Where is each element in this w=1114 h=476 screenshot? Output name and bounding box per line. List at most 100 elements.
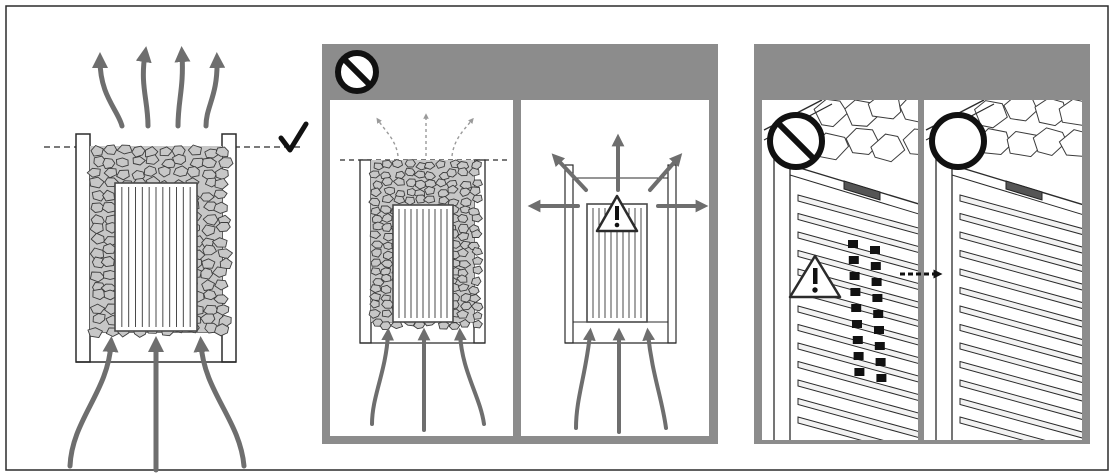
stone — [472, 194, 483, 204]
stone — [424, 179, 437, 189]
stone — [201, 157, 217, 169]
stone — [435, 160, 446, 169]
stone — [973, 100, 1008, 129]
stone — [213, 294, 229, 305]
stone — [459, 260, 472, 269]
stone — [204, 177, 218, 188]
stone — [468, 167, 480, 177]
outer-frame — [5, 5, 1109, 471]
stone — [415, 194, 427, 204]
stone — [89, 222, 104, 235]
stone — [370, 206, 381, 216]
stone — [100, 256, 115, 268]
stone — [103, 144, 118, 155]
heater-side-view-wrong — [763, 100, 918, 440]
stone — [393, 177, 405, 186]
stone — [413, 170, 426, 179]
stone — [219, 257, 233, 270]
stone — [116, 169, 130, 181]
stone — [215, 304, 230, 316]
stone — [1006, 130, 1040, 158]
stone — [212, 266, 228, 278]
empty-heater — [527, 133, 709, 434]
stone — [471, 229, 483, 238]
stone — [438, 195, 450, 205]
stone — [89, 247, 105, 261]
stone — [381, 193, 394, 204]
stone — [1032, 127, 1068, 157]
stone — [370, 187, 382, 198]
heater-body — [75, 133, 237, 363]
stone — [459, 187, 472, 197]
stone — [471, 247, 483, 256]
stone — [380, 171, 392, 180]
stone — [424, 171, 436, 181]
intake-air-arrows — [370, 327, 486, 432]
intake-air-arrow — [193, 336, 247, 469]
stone — [395, 170, 406, 179]
stone — [213, 201, 228, 214]
stone — [203, 289, 217, 301]
stone — [457, 247, 469, 258]
stone — [368, 197, 381, 207]
stone — [813, 100, 849, 128]
stone — [202, 214, 219, 226]
stone — [212, 237, 228, 248]
stone — [469, 294, 482, 303]
stone — [471, 302, 484, 312]
stone — [457, 283, 470, 292]
stone — [116, 144, 133, 155]
stone — [214, 279, 229, 291]
stone — [393, 195, 406, 205]
warning-icon — [788, 254, 842, 299]
stone — [382, 241, 395, 250]
stone — [456, 232, 470, 242]
stone — [447, 184, 459, 194]
stone — [423, 195, 436, 204]
stone — [380, 267, 392, 277]
heating-element — [114, 182, 198, 332]
stone — [446, 168, 457, 178]
stone — [405, 178, 417, 188]
heating-element — [392, 204, 454, 323]
brand-plate — [843, 180, 881, 201]
stone — [372, 180, 383, 190]
stone — [214, 323, 230, 337]
warning-icon — [595, 194, 639, 233]
stone — [369, 284, 382, 294]
stone — [202, 244, 217, 256]
stone — [90, 232, 105, 245]
prohibited-icon — [767, 112, 825, 170]
stone — [89, 176, 105, 189]
stone — [215, 221, 231, 233]
stone — [368, 170, 380, 179]
stone — [201, 258, 216, 269]
allowed-circle-icon — [929, 112, 987, 170]
stone — [472, 256, 484, 265]
overheat-arrows — [527, 133, 709, 213]
stone — [382, 159, 393, 169]
stone — [159, 146, 173, 157]
stone — [380, 284, 392, 294]
stone — [459, 319, 471, 328]
stone — [469, 186, 481, 197]
stone — [172, 153, 187, 165]
stone — [902, 128, 918, 155]
stone — [1058, 129, 1082, 157]
stone — [158, 165, 171, 178]
stone — [468, 207, 480, 217]
stone — [424, 185, 436, 196]
stone — [103, 167, 118, 179]
stone — [870, 133, 906, 163]
prohibited-icon — [335, 50, 379, 94]
panel-prohibited-group — [322, 44, 718, 444]
stone — [456, 274, 468, 283]
stone — [369, 230, 382, 240]
stone — [1034, 100, 1068, 127]
stone — [218, 157, 234, 169]
stone — [86, 167, 101, 178]
stone — [371, 240, 384, 249]
stone — [381, 213, 393, 223]
stone — [460, 197, 472, 208]
